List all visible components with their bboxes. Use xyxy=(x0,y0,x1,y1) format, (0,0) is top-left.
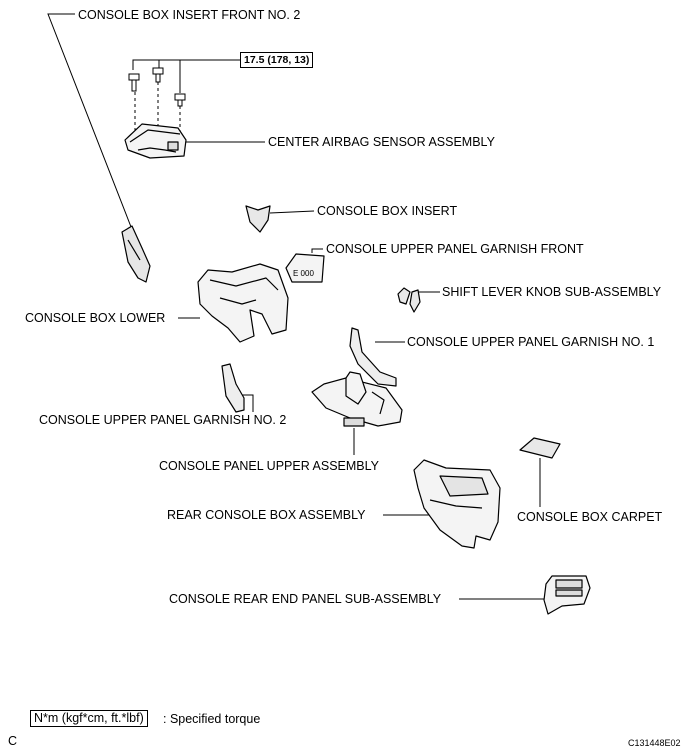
figure-code: C131448E02 xyxy=(628,738,681,748)
corner-letter: C xyxy=(8,734,18,748)
garnish-no1-part xyxy=(349,327,397,387)
shift-knob-part xyxy=(397,287,421,313)
box-insert-part xyxy=(245,205,271,233)
label-box-lower: CONSOLE BOX LOWER xyxy=(25,311,166,325)
svg-text:E 000: E 000 xyxy=(293,269,314,278)
label-box-carpet: CONSOLE BOX CARPET xyxy=(517,510,663,524)
leader-garnish-front xyxy=(311,248,323,253)
bolt-1 xyxy=(128,73,140,92)
panel-upper-part xyxy=(311,371,403,427)
bolt-2 xyxy=(152,67,164,83)
carpet-part xyxy=(519,437,561,459)
garnish-no2-part xyxy=(221,363,245,413)
label-garnish-front: CONSOLE UPPER PANEL GARNISH FRONT xyxy=(326,242,584,256)
label-panel-upper: CONSOLE PANEL UPPER ASSEMBLY xyxy=(159,459,379,473)
label-garnish-no1: CONSOLE UPPER PANEL GARNISH NO. 1 xyxy=(407,335,655,349)
label-box-insert: CONSOLE BOX INSERT xyxy=(317,204,458,218)
garnish-front-part: E 000 xyxy=(285,253,325,283)
leader-torque xyxy=(132,59,240,93)
legend-description: : Specified torque xyxy=(163,712,261,726)
rear-end-panel-part xyxy=(543,575,591,615)
label-shift-knob: SHIFT LEVER KNOB SUB-ASSEMBLY xyxy=(442,285,662,299)
label-rear-box: REAR CONSOLE BOX ASSEMBLY xyxy=(167,508,366,522)
leader-box-insert xyxy=(269,210,315,214)
box-lower-part xyxy=(197,263,289,343)
bolt-3 xyxy=(174,93,186,107)
leader-insert-front xyxy=(47,13,134,233)
legend-unit-box: N*m (kgf*cm, ft.*lbf) xyxy=(30,710,148,727)
bolt-icons xyxy=(128,67,186,107)
label-garnish-no2: CONSOLE UPPER PANEL GARNISH NO. 2 xyxy=(39,413,287,427)
label-insert-front: CONSOLE BOX INSERT FRONT NO. 2 xyxy=(78,8,301,22)
label-airbag-sensor: CENTER AIRBAG SENSOR ASSEMBLY xyxy=(268,135,495,149)
torque-spec-box: 17.5 (178, 13) xyxy=(240,52,314,68)
airbag-sensor-part xyxy=(124,123,187,159)
label-rear-end-panel: CONSOLE REAR END PANEL SUB-ASSEMBLY xyxy=(169,592,442,606)
rear-box-part xyxy=(413,459,501,549)
